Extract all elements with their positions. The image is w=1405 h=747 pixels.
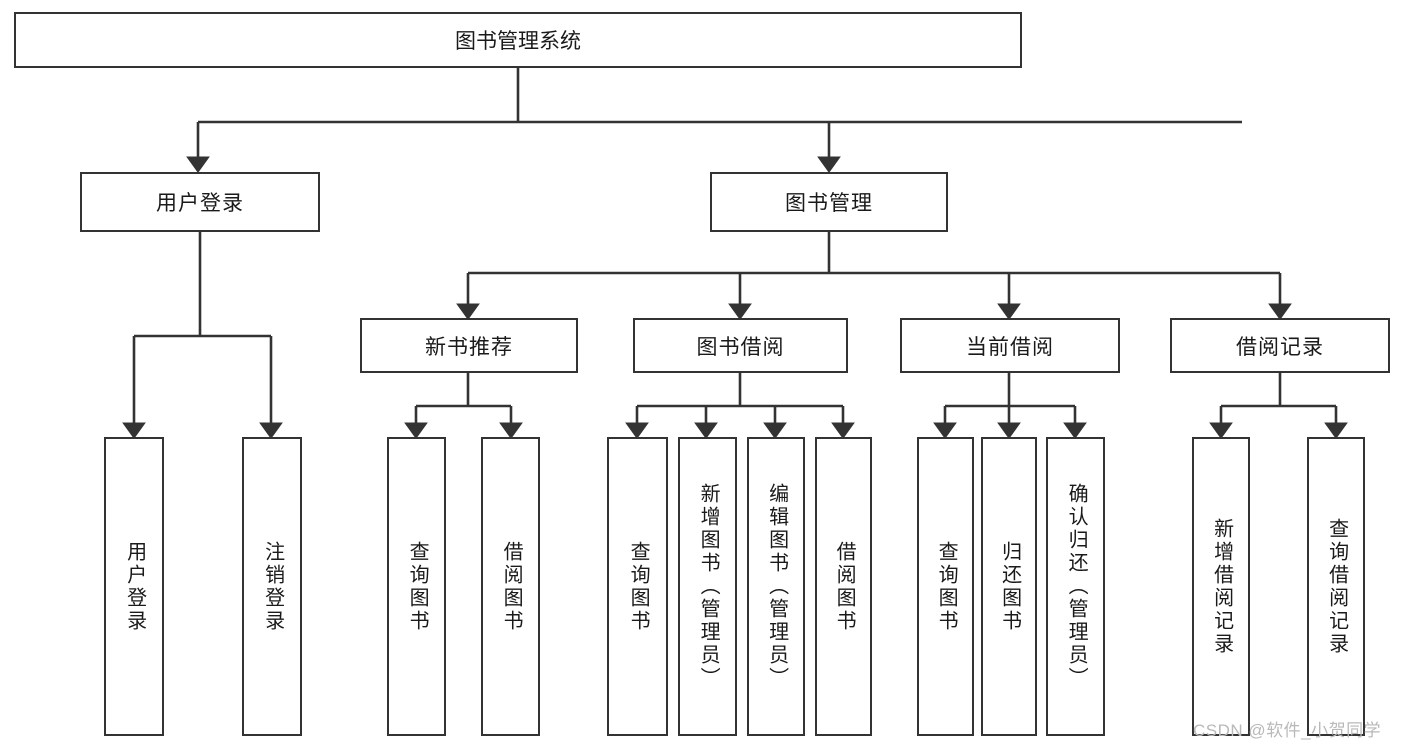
watermark: CSDN @软件_小贺同学 xyxy=(1193,721,1382,740)
node-label: 查询图书 xyxy=(627,540,650,633)
node-label: 查询图书 xyxy=(935,540,958,633)
leaf-record-query[interactable]: 查询借阅记录 xyxy=(1307,437,1365,736)
leaf-borrow-query-book[interactable]: 查询图书 xyxy=(607,437,668,736)
leaf-user-login-logout[interactable]: 注销登录 xyxy=(242,437,302,736)
node-label: 图书管理 xyxy=(785,192,873,215)
node-label: 注销登录 xyxy=(261,540,284,633)
node-label: 新增借阅记录 xyxy=(1210,517,1233,656)
leaf-new-book-query[interactable]: 查询图书 xyxy=(387,437,446,736)
node-book-management[interactable]: 图书管理 xyxy=(710,172,948,232)
node-borrow-record[interactable]: 借阅记录 xyxy=(1170,318,1390,373)
leaf-current-confirm-return-admin[interactable]: 确认归还（管理员） xyxy=(1046,437,1105,736)
node-label: 借阅记录 xyxy=(1236,335,1324,359)
node-label: 借阅图书 xyxy=(833,540,856,633)
leaf-borrow-add-book-admin[interactable]: 新增图书（管理员） xyxy=(678,437,737,736)
node-label: 当前借阅 xyxy=(966,335,1054,359)
leaf-borrow-edit-book-admin[interactable]: 编辑图书（管理员） xyxy=(747,437,805,736)
leaf-user-login-signin[interactable]: 用户登录 xyxy=(104,437,164,736)
leaf-borrow-borrow-book[interactable]: 借阅图书 xyxy=(815,437,872,736)
node-root-book-management-system[interactable]: 图书管理系统 xyxy=(14,12,1022,68)
node-new-book-recommend[interactable]: 新书推荐 xyxy=(360,318,578,373)
leaf-record-add[interactable]: 新增借阅记录 xyxy=(1192,437,1250,736)
node-label: 借阅图书 xyxy=(500,540,523,633)
node-label: 查询图书 xyxy=(406,540,429,633)
leaf-new-book-borrow[interactable]: 借阅图书 xyxy=(481,437,540,736)
node-label: 编辑图书（管理员） xyxy=(765,483,788,690)
node-label: 确认归还（管理员） xyxy=(1065,483,1088,690)
node-label: 用户登录 xyxy=(123,540,146,633)
node-label: 查询借阅记录 xyxy=(1325,517,1348,656)
node-label: 用户登录 xyxy=(156,192,244,215)
node-book-borrow[interactable]: 图书借阅 xyxy=(633,318,848,373)
node-label: 新书推荐 xyxy=(425,335,513,359)
node-user-login[interactable]: 用户登录 xyxy=(80,172,320,232)
leaf-current-return-book[interactable]: 归还图书 xyxy=(981,437,1037,736)
node-label: 归还图书 xyxy=(998,540,1021,633)
leaf-current-query-book[interactable]: 查询图书 xyxy=(917,437,974,736)
node-current-borrow[interactable]: 当前借阅 xyxy=(900,318,1120,373)
node-label: 图书借阅 xyxy=(696,335,785,359)
node-label: 图书管理系统 xyxy=(455,30,581,53)
node-label: 新增图书（管理员） xyxy=(697,483,720,690)
